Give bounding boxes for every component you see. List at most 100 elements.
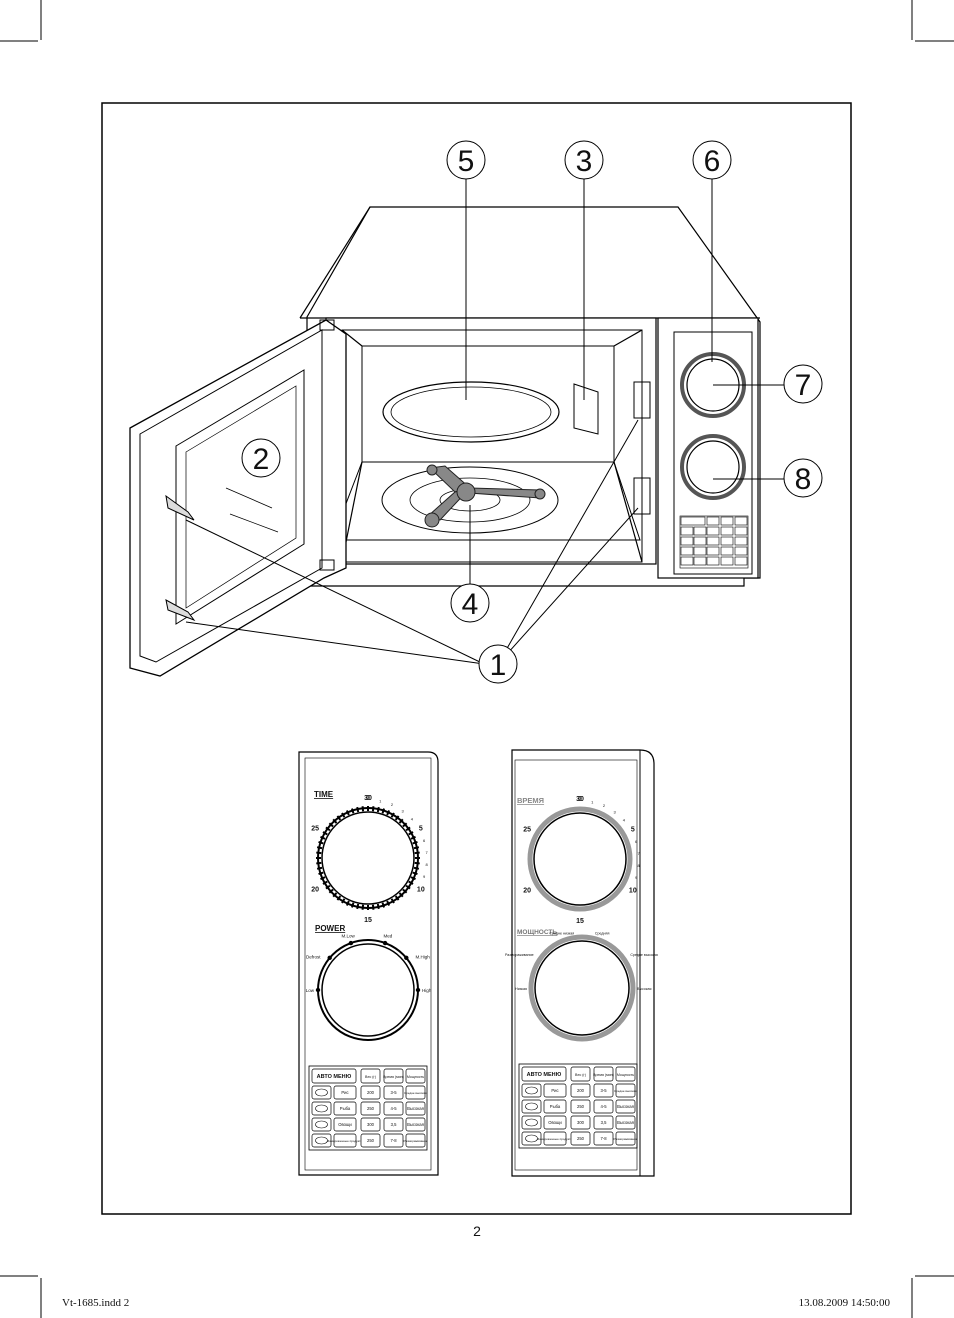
- keypad-key-label: Рыба: [550, 1104, 561, 1109]
- svg-text:1: 1: [490, 649, 507, 682]
- dial-major-tick: 30: [576, 796, 584, 803]
- dial-minor-tick: 9: [635, 875, 638, 880]
- keypad-header-key: [311, 1068, 357, 1084]
- power-level-label: Defrost: [306, 955, 321, 960]
- callout-3: 3: [564, 140, 604, 180]
- page-number: 2: [473, 1223, 481, 1239]
- dial-tooth: [341, 898, 346, 904]
- food-icon: [315, 1136, 328, 1145]
- keypad-key: [383, 1101, 404, 1116]
- keypad-key-label: Средне высокая: [404, 1091, 427, 1095]
- latch-hole-top: [633, 381, 651, 419]
- keypad-icon-key: [521, 1099, 542, 1114]
- keypad-icon-key: [311, 1101, 332, 1116]
- keypad-key: [570, 1115, 591, 1130]
- dial-major-tick: 5: [419, 826, 423, 833]
- dial-minor-tick: 1: [379, 798, 382, 803]
- keypad-key: [383, 1117, 404, 1132]
- dial-minor-tick: 2: [391, 802, 394, 807]
- keypad-key-label: Размораживание: [614, 1137, 638, 1141]
- keypad-key-label: Размораживание: [404, 1139, 428, 1143]
- glass-tray: [382, 381, 560, 443]
- dial-tooth: [408, 880, 414, 885]
- dial-tooth: [413, 866, 420, 870]
- dial-tooth: [322, 831, 328, 836]
- keypad-key: [543, 1083, 567, 1098]
- dial-tooth: [328, 822, 334, 828]
- en-power-label: POWER: [315, 924, 345, 933]
- dial-tooth: [410, 876, 416, 881]
- keypad-key-label: Высокая: [617, 1104, 634, 1109]
- dial-tooth: [386, 810, 391, 816]
- keypad-key-label: 4-5: [600, 1104, 607, 1109]
- dial-tooth: [381, 808, 386, 814]
- dial-tooth: [410, 835, 416, 840]
- keypad-header-label: Время (мин): [383, 1075, 404, 1079]
- food-icon: [525, 1102, 538, 1111]
- footer-file: Vt-1685.indd 2: [62, 1297, 129, 1309]
- keypad-key-label: 3-5: [390, 1090, 397, 1095]
- keypad-key: [405, 1117, 426, 1132]
- dial-minor-tick: 3: [614, 809, 617, 814]
- callout-7: 7: [783, 364, 823, 404]
- power-level-label: Средняя: [595, 932, 610, 936]
- power-dial-face: [534, 940, 630, 1036]
- keypad-key-label: 3-5: [600, 1088, 607, 1093]
- dial-tooth: [332, 818, 338, 824]
- keypad-header-label: Мощность: [407, 1075, 424, 1079]
- keypad-key-label: 4-5: [390, 1106, 397, 1111]
- svg-text:2: 2: [253, 443, 270, 476]
- dial-minor-tick: 6: [635, 839, 638, 844]
- dial-tooth: [320, 876, 326, 881]
- door: [129, 319, 347, 677]
- keypad-key: [405, 1085, 426, 1100]
- keypad-key: [570, 1131, 591, 1146]
- keypad-key: [593, 1083, 614, 1098]
- power-level-label: Низкая: [515, 987, 527, 991]
- mica-cover: [573, 383, 599, 435]
- time-dial-ring: [527, 806, 633, 912]
- keypad-key: [360, 1133, 381, 1148]
- svg-text:5: 5: [458, 145, 475, 178]
- keypad-key: [543, 1099, 567, 1114]
- power-knob-ring: [680, 434, 746, 500]
- dial-major-tick: 25: [523, 827, 531, 834]
- power-level-label: Размораживание: [505, 953, 534, 957]
- keypad-key-label: 300: [367, 1122, 375, 1127]
- power-level-label: Средне низкая: [549, 932, 574, 936]
- dial-tooth: [320, 835, 326, 840]
- dial-major-tick: 15: [576, 918, 584, 925]
- dial-tooth: [394, 895, 400, 901]
- dial-major-tick: 10: [417, 887, 425, 894]
- power-stop: [415, 987, 421, 993]
- dial-minor-tick: 9: [423, 874, 426, 879]
- dial-tooth: [350, 808, 355, 814]
- dial-tooth: [413, 846, 420, 850]
- dial-minor-tick: 4: [411, 817, 414, 822]
- keypad-key-label: Рис: [341, 1090, 348, 1095]
- callout-2: 2: [241, 438, 281, 478]
- mini-keypad: [679, 515, 749, 569]
- dial-major-tick: 0: [578, 796, 582, 803]
- dial-tooth: [345, 900, 350, 906]
- dial-tooth: [361, 904, 365, 910]
- dial-tooth: [405, 884, 411, 890]
- dial-tooth: [414, 861, 420, 865]
- power-level-label: Высокая: [637, 987, 651, 991]
- keypad-frame: [518, 1063, 638, 1149]
- door-window: [175, 369, 305, 625]
- dial-tooth: [398, 892, 404, 898]
- door-hook-bottom: [165, 599, 196, 622]
- keypad-key-label: Высокая: [407, 1122, 424, 1127]
- dial-tooth: [325, 826, 331, 832]
- dial-tooth: [318, 871, 324, 876]
- dial-tooth: [318, 840, 324, 845]
- keypad-icon-key: [521, 1115, 542, 1130]
- keypad-header-label: Вес (г): [365, 1075, 376, 1079]
- keypad-key-label: 250: [577, 1104, 585, 1109]
- keypad-key: [615, 1115, 636, 1130]
- dial-tooth: [332, 892, 338, 898]
- dial-tooth: [376, 903, 380, 910]
